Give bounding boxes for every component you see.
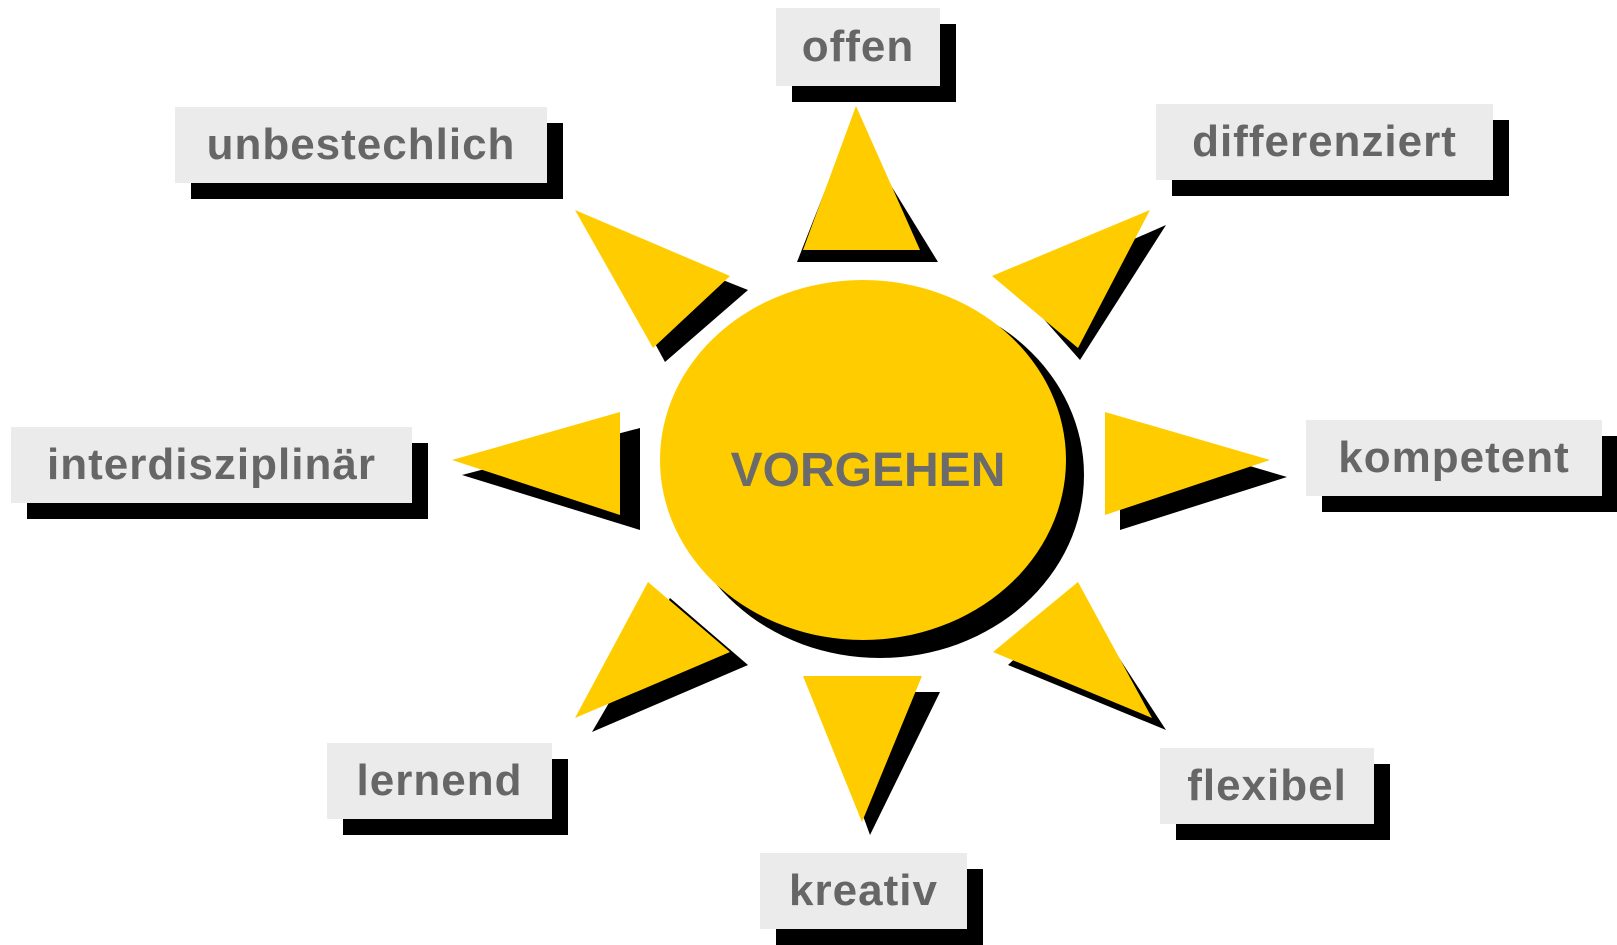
ray-top [803,106,920,250]
label-bottom-right-text: flexibel [1160,748,1374,824]
label-bottom-right: flexibel [1160,748,1374,824]
label-top-left: unbestechlich [175,107,547,183]
label-bottom-left-text: lernend [327,743,552,819]
ray-top-left [575,210,730,348]
label-bottom-text: kreativ [760,853,967,929]
label-right: kompetent [1306,420,1602,496]
label-left: interdisziplinär [11,427,412,503]
label-top-right: differenziert [1156,104,1493,180]
label-right-text: kompetent [1306,420,1602,496]
label-left-text: interdisziplinär [11,427,412,503]
label-bottom: kreativ [760,853,967,929]
label-top-left-text: unbestechlich [175,107,547,183]
label-top: offen [776,8,940,86]
label-bottom-left: lernend [327,743,552,819]
ray-left [452,412,620,515]
label-top-text: offen [776,8,940,86]
center-label: VORGEHEN [658,420,1078,520]
label-top-right-text: differenziert [1156,104,1493,180]
